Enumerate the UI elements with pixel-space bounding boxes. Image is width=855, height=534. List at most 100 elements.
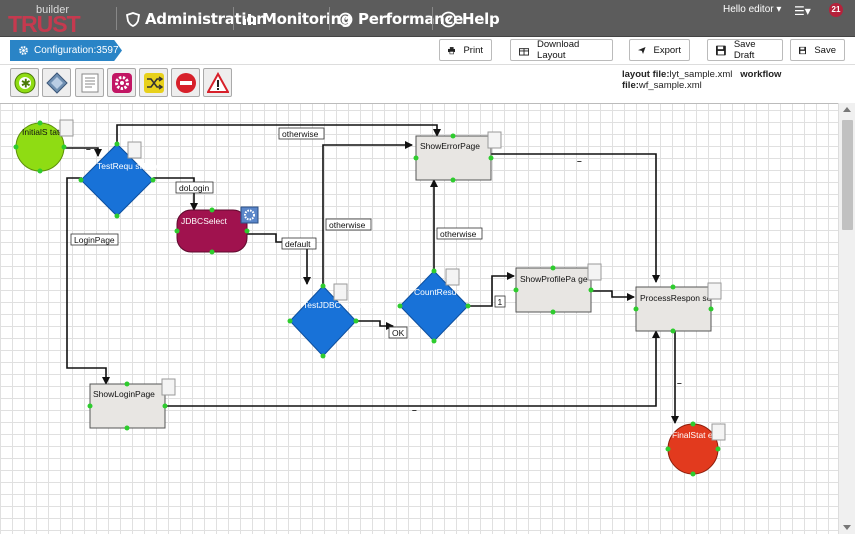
edit-icon[interactable] [707, 282, 722, 300]
nav-administration[interactable]: Administration [126, 9, 267, 29]
edge-testrequest-showerror[interactable] [116, 124, 441, 144]
nav-monitoring[interactable]: Monitoring [242, 9, 352, 29]
node-label: JDBCSelect [181, 216, 227, 226]
node-label: CountResu lts [414, 287, 467, 297]
edge-label: – [677, 378, 682, 388]
edge-label: default [285, 239, 311, 249]
add-switch-tool[interactable] [139, 68, 168, 97]
node-initial-state[interactable]: InitialS tate [15, 122, 65, 172]
initial-state-icon: ✱ [14, 72, 35, 93]
add-initial-state-tool[interactable]: ✱ [10, 68, 39, 97]
edge-testjdbc-count[interactable] [356, 320, 394, 330]
stop-icon [175, 72, 196, 93]
bar-chart-icon [243, 14, 256, 25]
settings-icon [111, 72, 132, 93]
save-draft-button[interactable]: Save Draft [707, 39, 783, 61]
node-show-profile-page[interactable]: ShowProfilePa ge [515, 267, 592, 313]
connection-ports [13, 120, 721, 477]
export-label: Export [653, 44, 681, 56]
gauge-icon [338, 12, 353, 26]
node-label: ShowProfilePa ge [520, 274, 588, 284]
gear-icon[interactable] [240, 206, 259, 224]
hamburger-menu-icon[interactable]: ☰▾ [794, 4, 811, 18]
top-navbar: builder TRUST Administration Monitoring … [0, 0, 855, 37]
edit-icon[interactable] [161, 378, 176, 396]
download-layout-button[interactable]: Download Layout [510, 39, 613, 61]
node-process-response[interactable]: ProcessRespon se [635, 286, 712, 332]
edge-testrequest-login[interactable] [66, 177, 110, 385]
help-icon: ? [440, 11, 457, 27]
svg-text:?: ? [445, 14, 452, 26]
edit-icon[interactable] [127, 141, 142, 159]
layout-file-name: lyt_sample.xml [669, 69, 733, 80]
trust-builder-logo[interactable]: builder TRUST [8, 3, 103, 34]
node-show-login-page[interactable]: ShowLoginPage [89, 383, 166, 429]
workflow-canvas[interactable]: otherwise doLogin LoginPage default othe… [0, 103, 838, 534]
brand-top: builder [36, 4, 69, 16]
edit-icon[interactable] [333, 283, 348, 301]
shield-icon [126, 11, 140, 27]
edge-label: OK [392, 328, 405, 338]
node-final-state[interactable]: FinalStat e [667, 423, 719, 475]
edit-icon[interactable] [59, 119, 74, 137]
print-button[interactable]: Print [439, 39, 492, 61]
svg-text:✱: ✱ [20, 76, 30, 90]
download-layout-label: Download Layout [537, 39, 580, 61]
export-button[interactable]: Export [629, 39, 690, 61]
workflow-file-name: wf_sample.xml [638, 80, 702, 91]
user-menu[interactable]: Hello editor ▾ [723, 4, 782, 15]
scroll-up-icon[interactable] [843, 107, 851, 112]
edit-icon[interactable] [445, 268, 460, 286]
send-icon [638, 46, 646, 54]
node-label: TestJDBC esponse [303, 300, 376, 310]
scroll-down-icon[interactable] [843, 525, 851, 530]
save-draft-label: Save Draft [733, 39, 756, 61]
edit-icon[interactable] [587, 263, 602, 281]
node-label: InitialS tate [22, 127, 64, 137]
edge-initial-testrequest[interactable] [65, 147, 102, 157]
node-label: ShowErrorPage [420, 141, 480, 151]
edge-label: otherwise [440, 229, 477, 239]
action-bar: Configuration:3597 Print Download Layout… [0, 37, 855, 65]
edge-testjdbc-showerror[interactable] [322, 141, 413, 286]
scroll-thumb[interactable] [842, 120, 853, 230]
node-edit-icons [59, 119, 726, 441]
add-error-tool[interactable] [203, 68, 232, 97]
edges [65, 124, 679, 424]
edge-label: – [412, 405, 417, 415]
node-test-request-type[interactable]: TestRequ stType [80, 143, 161, 217]
file-info: layout file:lyt_sample.xml workflow file… [622, 69, 855, 91]
edge-testrequest-jdbc[interactable] [153, 177, 198, 211]
warning-icon [206, 71, 229, 93]
printer-icon [448, 46, 456, 54]
floppy-icon [716, 45, 726, 55]
nav-label: Help [462, 10, 500, 28]
configuration-breadcrumb[interactable]: Configuration:3597 [10, 40, 122, 61]
add-decision-tool[interactable] [42, 68, 71, 97]
edge-label: – [86, 144, 91, 154]
node-label: TestRequ stType [97, 161, 161, 171]
edge-label: 1 [498, 297, 503, 307]
add-page-tool[interactable] [75, 68, 104, 97]
edge-count-showprofile[interactable] [468, 272, 515, 307]
add-stop-tool[interactable] [171, 68, 200, 97]
print-label: Print [463, 44, 483, 56]
edit-icon[interactable] [711, 423, 726, 441]
edge-jdbc-testjdbc[interactable] [246, 233, 311, 285]
gift-icon [519, 47, 530, 56]
edge-login-process[interactable] [166, 330, 660, 407]
notification-badge[interactable]: 21 [829, 3, 843, 17]
brand-main: TRUST [8, 11, 81, 34]
edge-showprofile-process[interactable] [591, 290, 635, 301]
nav-label: Performance [358, 10, 463, 28]
node-show-error-page[interactable]: ShowErrorPage [415, 135, 492, 181]
vertical-scrollbar[interactable] [838, 103, 855, 534]
save-button[interactable]: Save [790, 39, 845, 61]
edit-icon[interactable] [487, 131, 502, 149]
nav-performance[interactable]: Performance [338, 9, 463, 29]
edge-showerror-process[interactable] [491, 153, 660, 283]
node-label: ProcessRespon se [640, 293, 712, 303]
add-action-tool[interactable] [107, 68, 136, 97]
edge-label: otherwise [282, 129, 319, 139]
nav-help[interactable]: ? Help [440, 9, 500, 29]
